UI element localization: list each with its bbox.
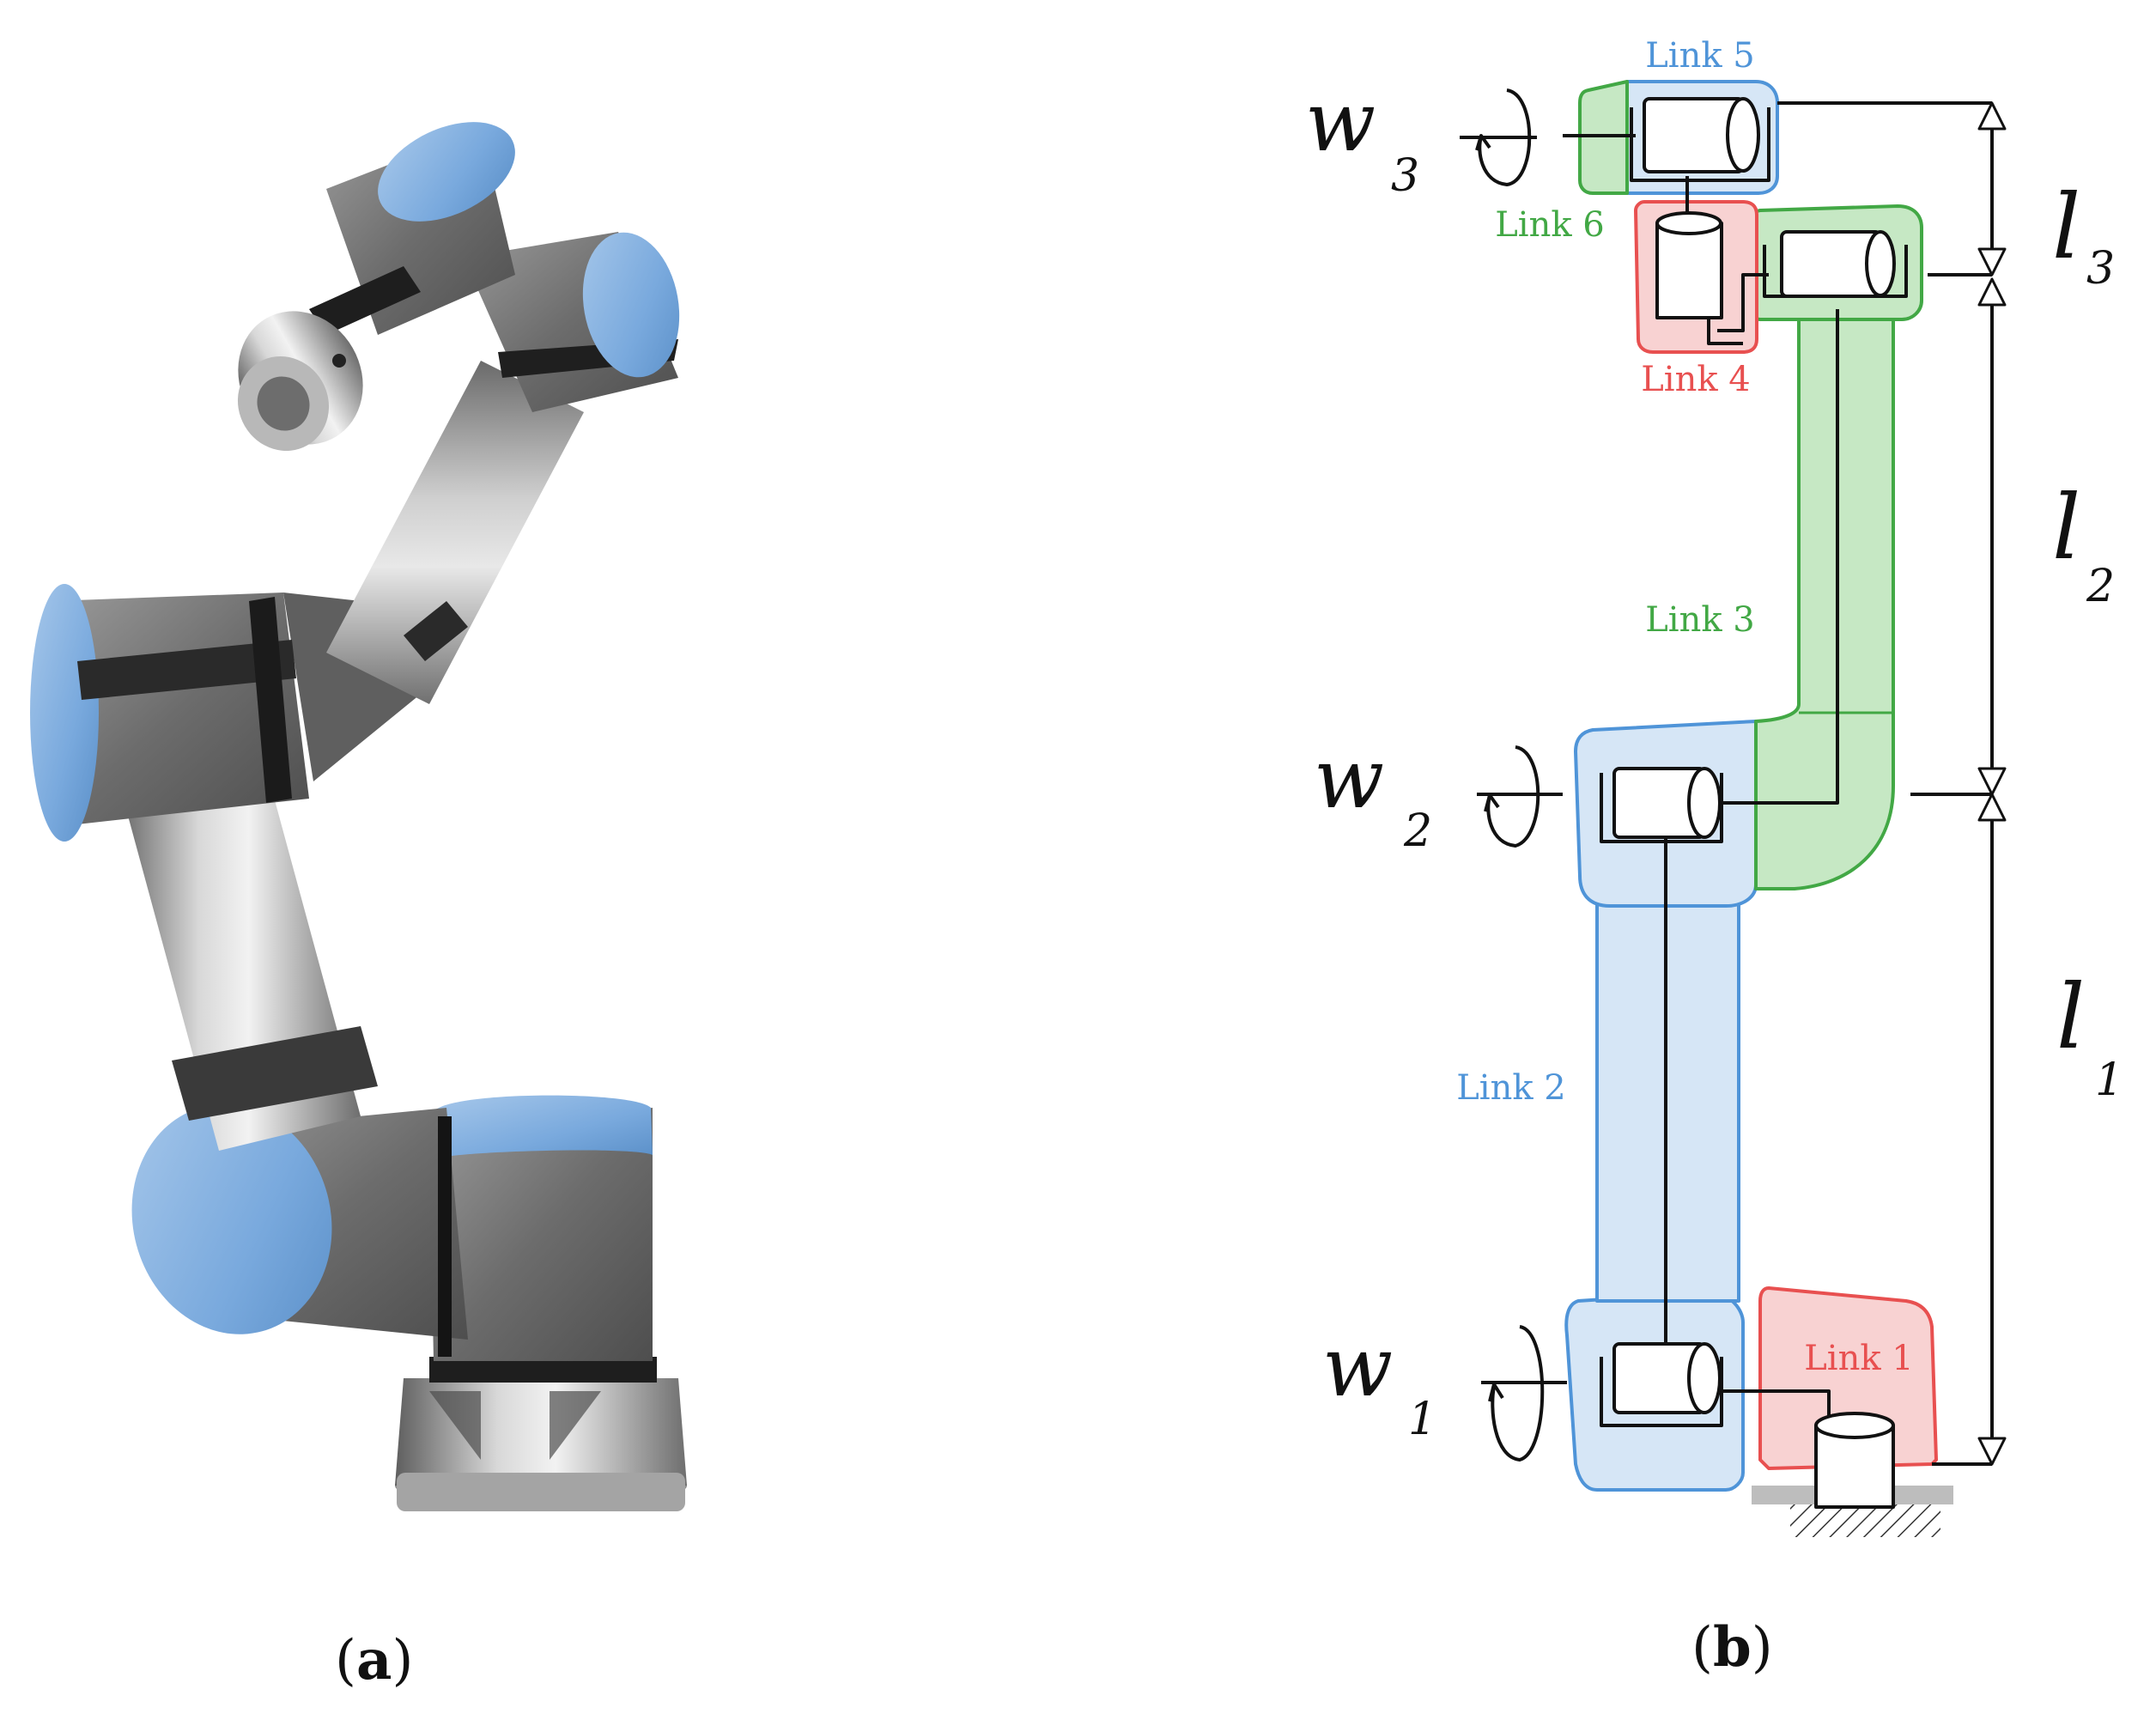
link5-label: Link 5 xyxy=(1645,36,1755,76)
mechanism-lines xyxy=(1563,101,1994,1466)
l1-label: l 1 xyxy=(2056,964,2123,1106)
link-labels: Link 1 Link 2 Link 3 Link 4 Link 5 Link … xyxy=(1456,36,1914,1378)
joint1-cylinder xyxy=(1600,1342,1723,1427)
svg-text:3: 3 xyxy=(2086,243,2115,295)
robot-wrist-joints xyxy=(237,122,680,452)
length-labels: l 3 l 2 l 1 xyxy=(2052,174,2123,1106)
link1-label: Link 1 xyxy=(1804,1339,1914,1378)
svg-text:l: l xyxy=(2052,174,2080,279)
robot-arm-illustration xyxy=(30,122,687,1511)
svg-text:l: l xyxy=(2052,475,2080,580)
svg-text:2: 2 xyxy=(1403,805,1432,857)
w2-rotation-symbol xyxy=(1477,745,1563,848)
l2-label: l 2 xyxy=(2052,475,2115,612)
robot-base xyxy=(395,1357,687,1511)
robot-elbow-joint xyxy=(30,584,429,842)
w3-rotation-symbol xyxy=(1460,88,1537,186)
joint-cylinders xyxy=(1600,97,1908,1509)
joint4-cylinder xyxy=(1763,230,1908,298)
svg-text:2: 2 xyxy=(2086,561,2115,612)
link6-label: Link 6 xyxy=(1495,205,1605,245)
rotation-symbols xyxy=(1460,88,1567,1462)
link2-label: Link 2 xyxy=(1456,1068,1566,1108)
svg-text:3: 3 xyxy=(1391,150,1419,202)
svg-text:w: w xyxy=(1322,1319,1393,1415)
w1-label: w 1 xyxy=(1322,1319,1436,1445)
svg-text:1: 1 xyxy=(1408,1394,1436,1445)
w1-rotation-symbol xyxy=(1481,1325,1567,1462)
joint-labels: w 3 w 2 w 1 xyxy=(1305,74,1436,1445)
kinematic-schematic xyxy=(1460,80,2007,1537)
base-cylinder xyxy=(1814,1412,1895,1509)
l3-label: l 3 xyxy=(2052,174,2115,295)
caption-a: (a) xyxy=(335,1628,413,1693)
svg-text:l: l xyxy=(2056,964,2085,1069)
w2-label: w 2 xyxy=(1314,731,1432,857)
w3-label: w 3 xyxy=(1305,74,1419,202)
caption-b: (b) xyxy=(1691,1615,1773,1680)
robot-shoulder-joint xyxy=(131,1095,653,1361)
robot-lower-arm xyxy=(112,721,378,1151)
joint5-cylinder xyxy=(1630,97,1770,182)
svg-text:w: w xyxy=(1314,731,1384,827)
joint2-cylinder xyxy=(1600,767,1723,843)
robot-upper-arm xyxy=(326,361,584,704)
link4-label: Link 4 xyxy=(1641,360,1751,399)
dimension-arrows xyxy=(1977,101,2007,1466)
joint-vertical-cylinder xyxy=(1655,211,1743,345)
svg-text:1: 1 xyxy=(2095,1054,2123,1106)
svg-text:w: w xyxy=(1305,74,1376,170)
link3-label: Link 3 xyxy=(1645,600,1755,640)
